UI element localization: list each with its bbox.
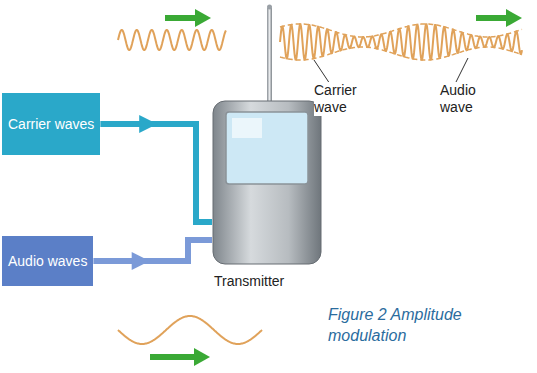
- input-box: Carrier waves: [2, 93, 100, 155]
- figure-caption: Figure 2 Amplitude modulation: [328, 304, 503, 346]
- leader-line: [314, 60, 330, 84]
- arrowhead: [132, 252, 150, 270]
- leader-line: [455, 58, 468, 84]
- antenna-tip: [267, 5, 272, 10]
- wave-label: Audio wave: [440, 82, 490, 116]
- envelope: [280, 24, 522, 37]
- transmitter-device: Transmitter: [212, 100, 322, 265]
- device-label: Transmitter: [214, 273, 284, 290]
- arrowhead: [139, 115, 157, 133]
- input-box: Audio waves: [2, 236, 93, 286]
- signal-connector: [100, 124, 212, 222]
- wave-label: Carrier wave: [314, 82, 374, 116]
- carrier-wave: [118, 30, 226, 50]
- antenna: [267, 8, 272, 103]
- box-label: Audio waves: [8, 253, 87, 270]
- direction-arrows: [150, 9, 522, 366]
- modulated-wave: [280, 24, 522, 59]
- signal-connector: [93, 240, 212, 261]
- device-body: [212, 100, 322, 265]
- envelope: [280, 47, 522, 60]
- box-label: Carrier waves: [8, 116, 94, 133]
- audio-wave: [118, 316, 262, 344]
